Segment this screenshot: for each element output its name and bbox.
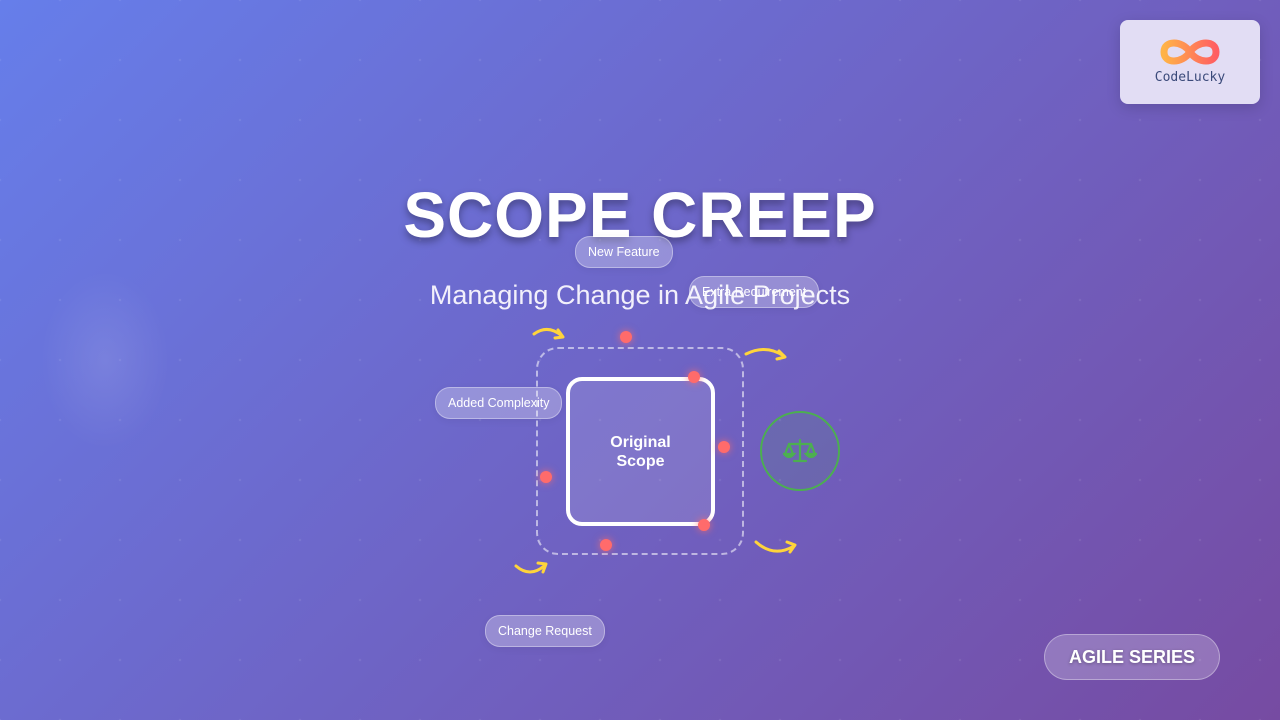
change-dot: [620, 331, 632, 343]
expanded-scope-boundary: [536, 347, 744, 555]
curved-arrow-icon: [754, 540, 797, 554]
page-title: SCOPE CREEP: [403, 179, 877, 251]
infinity-logo-icon: [1160, 36, 1220, 73]
original-scope-label-line1: Original: [610, 433, 671, 451]
change-dot: [600, 539, 612, 551]
tag-new-feature: New Feature: [575, 236, 673, 268]
tag-change-request: Change Request: [485, 615, 605, 647]
tag-extra-requirement: Extra Requirement: [689, 276, 820, 308]
original-scope-label: Original Scope: [586, 433, 696, 471]
original-scope-label-line2: Scope: [616, 452, 665, 470]
original-scope-box: Original Scope: [566, 377, 715, 526]
agile-series-badge[interactable]: AGILE SERIES: [1044, 634, 1220, 680]
curved-arrow-icon: [532, 328, 565, 340]
change-dot: [718, 441, 730, 453]
change-dot: [688, 371, 700, 383]
codelucky-logo-card[interactable]: CodeLucky: [1120, 20, 1260, 104]
logo-text: CodeLucky: [1154, 70, 1226, 85]
background-glow: [40, 270, 170, 450]
page-subtitle: Managing Change in Agile Projects: [429, 280, 851, 310]
balance-indicator: [760, 411, 840, 491]
curved-arrow-icon: [744, 348, 787, 361]
change-dot: [540, 471, 552, 483]
balance-scale-icon: [783, 438, 817, 463]
curved-arrow-icon: [514, 561, 548, 574]
change-dot: [698, 519, 710, 531]
tag-added-complexity: Added Complexity: [435, 387, 563, 419]
